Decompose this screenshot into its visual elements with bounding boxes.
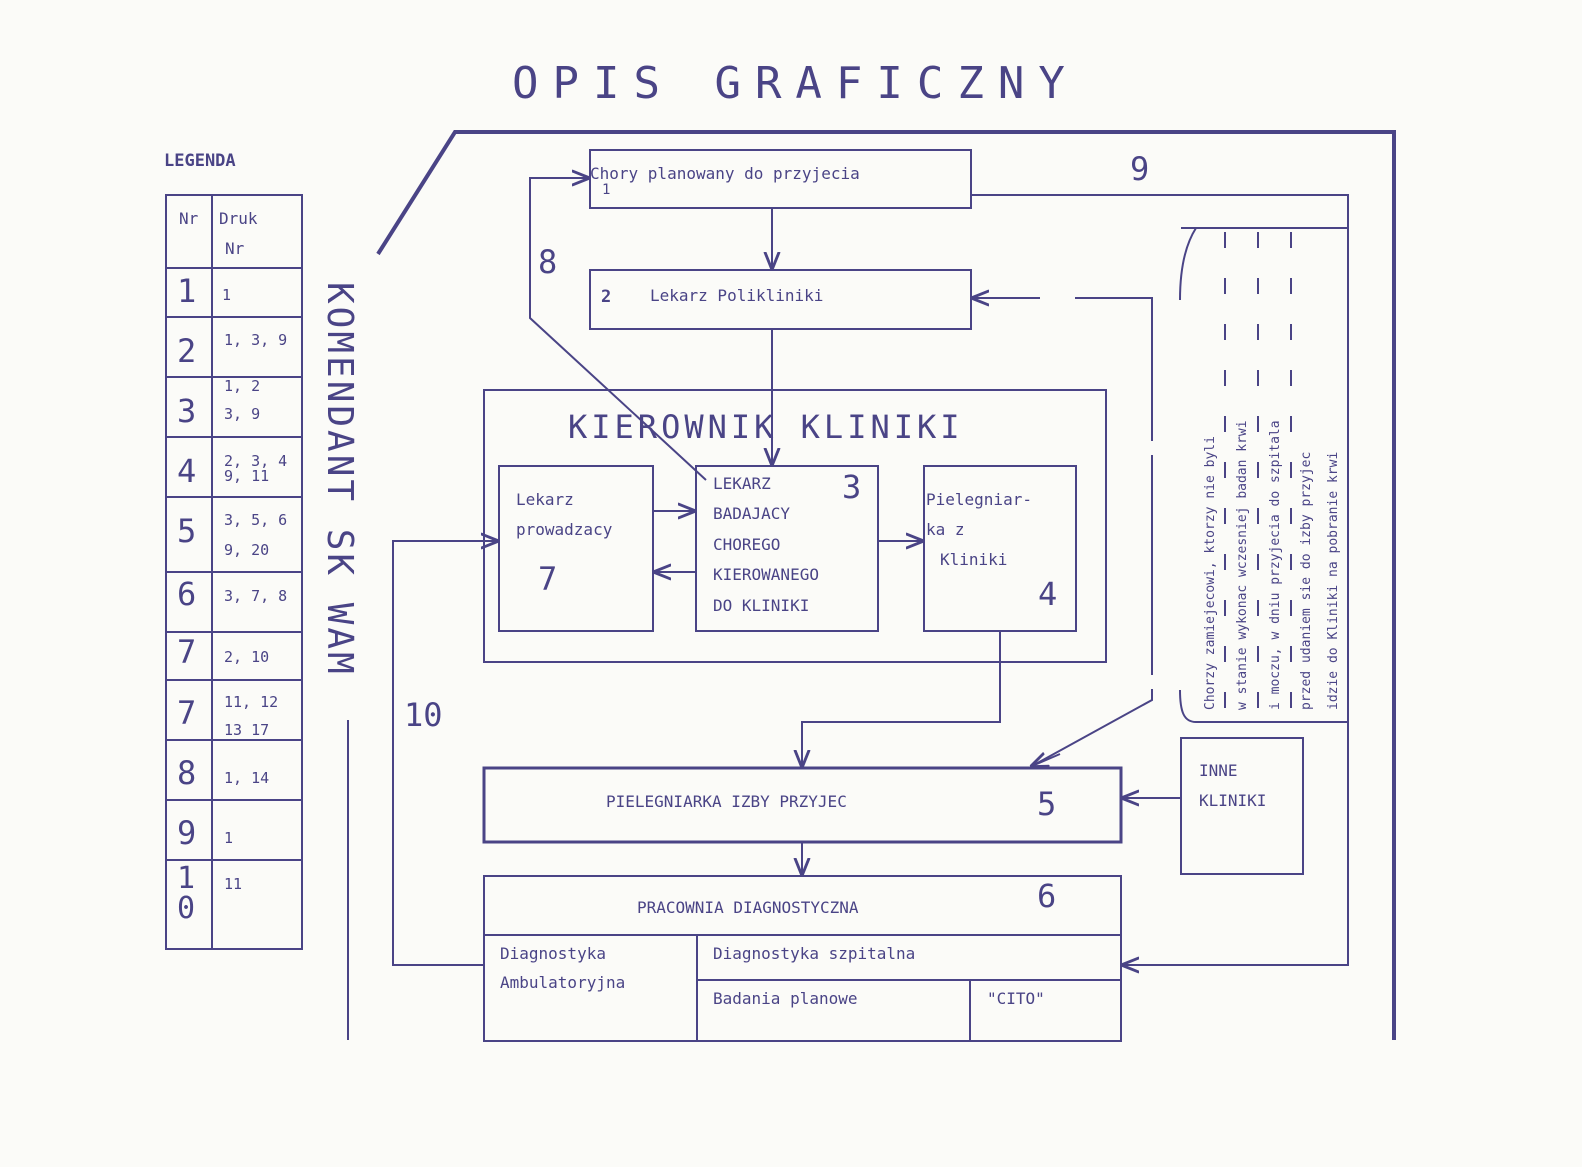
route-number-8: 8 xyxy=(538,243,557,281)
pielegniarka-kliniki-label: ka z xyxy=(926,520,965,539)
legend-druk: 9, 11 xyxy=(224,467,269,485)
legend-druk: 2, 10 xyxy=(224,648,269,666)
badajacy-label: LEKARZ xyxy=(713,474,771,493)
side-note-bracket xyxy=(1179,689,1197,723)
legend-col-nr: Nr xyxy=(179,209,199,228)
badajacy-label: CHOREGO xyxy=(713,535,780,554)
badajacy-label: DO KLINIKI xyxy=(713,596,809,615)
legend-table xyxy=(165,194,303,950)
pielegniarka-kliniki-label: Pielegniar- xyxy=(926,490,1032,509)
legend-nr: 7 xyxy=(177,694,196,732)
route-number-10: 10 xyxy=(404,696,443,734)
box-chory-planowany xyxy=(589,149,972,209)
legend-druk: 3, 5, 6 xyxy=(224,511,287,529)
arrow-side-note-to-izba xyxy=(1032,754,1061,766)
legend-nr: 1 xyxy=(177,272,196,310)
legend-nr: 5 xyxy=(177,512,196,550)
legend-col-druk: Nr xyxy=(225,239,245,258)
side-note-line: Chorzy zamiejecowi, ktorzy nie byli xyxy=(1203,436,1218,710)
cito-label: "CITO" xyxy=(987,989,1045,1008)
legend-druk: 1, 2 xyxy=(224,377,260,395)
legend-nr: 2 xyxy=(177,332,196,370)
diag-szpitalna-label: Diagnostyka szpitalna xyxy=(713,944,915,963)
legend-nr: 3 xyxy=(177,392,196,430)
legend-druk: 11, 12 xyxy=(224,693,278,711)
outer-frame xyxy=(376,130,1396,1040)
pielegniarka-kliniki-number: 4 xyxy=(1038,575,1057,613)
poliklinika-number: 2 xyxy=(601,287,611,307)
kierownik-label: KIEROWNIK KLINIKI xyxy=(568,408,964,446)
poliklinika-label: Lekarz Polikliniki xyxy=(650,286,823,305)
box-pracownia-frame xyxy=(483,875,1122,1042)
box-pracownia xyxy=(483,875,1122,1042)
izba-label: PIELEGNIARKA IZBY PRZYJEC xyxy=(606,792,847,811)
legend-druk: 13 17 xyxy=(224,721,269,739)
side-note-bracket xyxy=(1179,227,1197,301)
legend-nr: 9 xyxy=(177,814,196,852)
prowadzacy-label: Lekarz xyxy=(516,490,574,509)
badajacy-label: BADAJACY xyxy=(713,504,790,523)
badania-planowe-label: Badania planowe xyxy=(713,989,858,1008)
legend-druk: 1, 3, 9 xyxy=(224,331,287,349)
komendant-label: KOMENDANT SK WAM xyxy=(319,282,360,677)
legend-text: LEGENDA Nr Druk Nr 1 1 2 1, 3, 9 3 1, 2 … xyxy=(164,151,287,926)
box-inne-kliniki xyxy=(1180,737,1304,875)
inne-kliniki-label: KLINIKI xyxy=(1199,791,1266,810)
route-side-note xyxy=(1031,297,1153,767)
pielegniarka-kliniki-label: Kliniki xyxy=(940,550,1007,569)
box-lekarz-badajacy xyxy=(695,465,879,632)
box-lekarz-polikliniki xyxy=(589,269,972,330)
side-note-line: przed udaniem sie do izby przyjec xyxy=(1299,452,1314,710)
side-note: Chorzy zamiejecowi, ktorzy nie byli w st… xyxy=(1203,420,1341,710)
chory-label: Chory planowany do przyjecia xyxy=(590,164,860,183)
pracownia-label: PRACOWNIA DIAGNOSTYCZNA xyxy=(637,898,859,917)
diag-ambulatoryjna-label: Ambulatoryjna xyxy=(500,973,625,992)
chory-number: 1 xyxy=(602,182,610,198)
legend-druk: 3, 7, 8 xyxy=(224,587,287,605)
side-note-line: i moczu, w dniu przyjecia do szpitala xyxy=(1268,420,1283,710)
legend-heading: LEGENDA xyxy=(164,151,236,171)
arrow-pielegniarka-to-izba xyxy=(802,631,1001,766)
pracownia-number: 6 xyxy=(1037,877,1056,915)
badajacy-number: 3 xyxy=(842,468,861,506)
arrow-route-9 xyxy=(971,194,1349,965)
inne-kliniki-label: INNE xyxy=(1199,761,1238,780)
badajacy-label: KIEROWANEGO xyxy=(713,565,819,584)
legend-druk: 1, 14 xyxy=(224,769,269,787)
arrow-route-10 xyxy=(392,541,497,966)
route-number-9: 9 xyxy=(1130,150,1149,188)
diag-ambulatoryjna-label: Diagnostyka xyxy=(500,944,606,963)
legend-druk: 1 xyxy=(222,286,231,304)
izba-number: 5 xyxy=(1037,785,1056,823)
legend-nr: 6 xyxy=(177,575,196,613)
legend-druk: 2, 3, 4 xyxy=(224,452,287,470)
legend-druk: 11 xyxy=(224,875,242,893)
side-note-line: idzie do Kliniki na pobranie krwi xyxy=(1326,452,1341,710)
prowadzacy-label: prowadzacy xyxy=(516,520,613,539)
legend-col-druk: Druk xyxy=(219,209,258,228)
legend-nr: 0 xyxy=(177,891,195,926)
legend-nr: 8 xyxy=(177,754,196,792)
legend-druk: 3, 9 xyxy=(224,405,260,423)
box-lekarz-prowadzacy xyxy=(498,465,654,632)
box-kierownik-kliniki xyxy=(483,389,1107,663)
page-title: OPIS GRAFICZNY xyxy=(512,58,1079,109)
legend-nr: 1 xyxy=(177,861,195,896)
legend-druk: 1 xyxy=(224,829,233,847)
legend-druk: 9, 20 xyxy=(224,541,269,559)
prowadzacy-number: 7 xyxy=(538,560,557,598)
arrow-route-8 xyxy=(529,178,707,481)
legend-nr: 4 xyxy=(177,452,196,490)
side-note-line: w stanie wykonac wczesniej badan krwi xyxy=(1235,420,1250,710)
legend-nr: 7 xyxy=(177,633,196,671)
